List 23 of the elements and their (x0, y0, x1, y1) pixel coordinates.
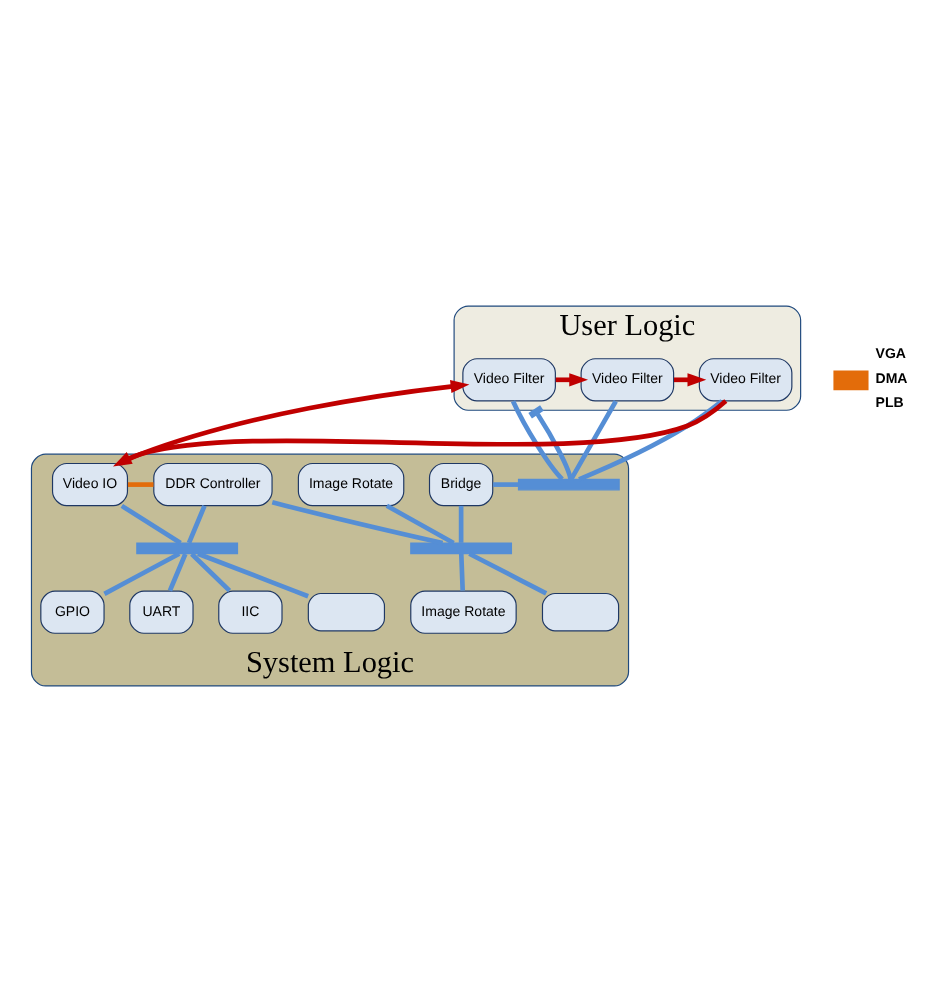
connector (197, 550, 309, 598)
connector (186, 503, 207, 543)
connector (167, 552, 188, 591)
connector (468, 550, 548, 595)
connector (578, 398, 724, 481)
connector (458, 504, 464, 542)
connector (493, 481, 519, 486)
connector (510, 399, 564, 480)
connector (103, 550, 181, 595)
arrow (119, 379, 470, 465)
connector (127, 481, 154, 486)
connector (190, 551, 232, 592)
connector (458, 552, 466, 590)
connector (569, 399, 618, 480)
node-bar (410, 541, 513, 554)
connector (528, 404, 573, 479)
connector (120, 502, 182, 545)
node-box (307, 591, 386, 631)
connector (271, 498, 444, 545)
node-bar (136, 541, 239, 554)
connector (385, 502, 455, 545)
node-box (541, 591, 620, 631)
node-bar (517, 477, 620, 490)
